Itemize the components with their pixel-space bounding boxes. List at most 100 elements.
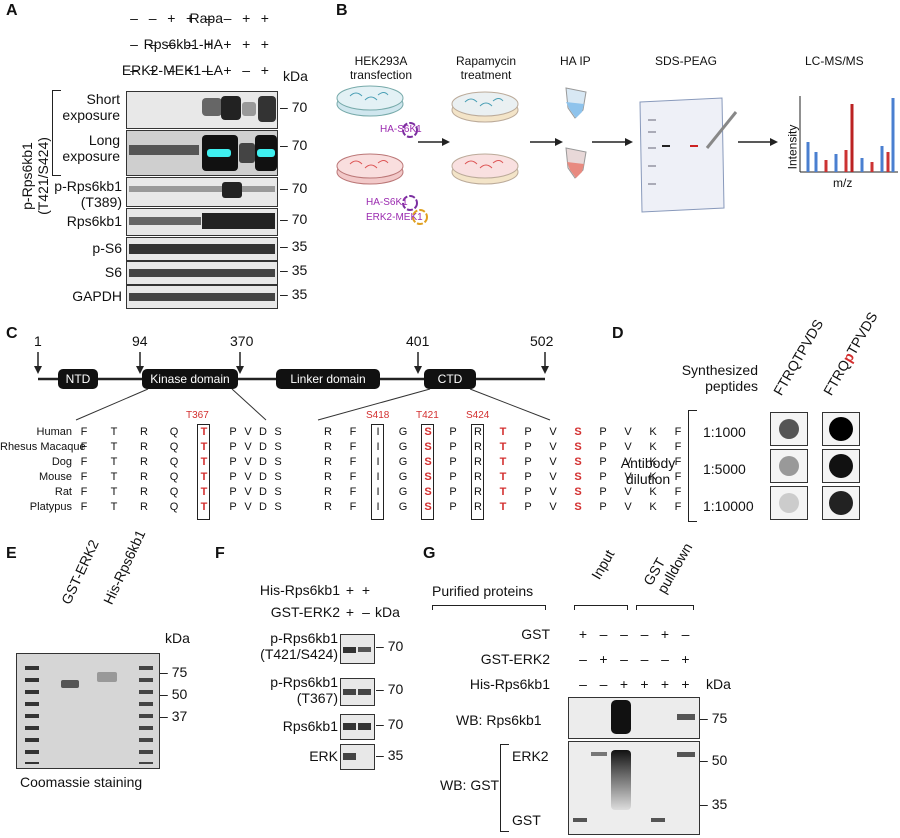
size-e-50: – 50 [160,686,188,702]
species-name: Rat [54,486,72,498]
residue: I [376,471,380,483]
residue: S [574,441,582,453]
residue: T [499,501,507,513]
residue: F [674,426,682,438]
g-mark: + [681,651,690,667]
residue: T [499,441,507,453]
f-mark: + [345,604,355,620]
panel-label-b: B [336,2,348,19]
blot-label-gapdh: GAPDH [72,288,122,304]
residue: V [244,426,252,438]
coomassie-gel [16,653,160,769]
residue: P [449,441,457,453]
residue: V [549,501,557,513]
residue: Q [169,441,179,453]
treatment-mark: + [186,62,195,78]
residue: V [624,426,632,438]
f-mark: + [361,582,371,598]
g-mark: – [599,676,608,692]
dot-signal [779,493,799,513]
residue: V [624,486,632,498]
row-label-erk2-mek1: ERK2-MEK1-LA [121,62,223,78]
box-s424 [471,424,484,520]
kda-g: kDa [706,676,731,692]
g-mark: – [640,651,649,667]
residue: R [474,441,482,453]
residue: F [674,486,682,498]
residue: V [244,471,252,483]
residue: F [674,456,682,468]
residue: R [324,426,332,438]
f-size-1: – 70 [376,638,404,654]
species-name: Mouse [38,471,72,483]
panel-label-f: F [215,545,225,562]
residue: Q [169,426,179,438]
dish-control [336,85,404,117]
residue: P [229,426,237,438]
residue: Q [169,456,179,468]
treatment-mark: + [223,62,232,78]
residue: R [474,501,482,513]
residue: R [324,441,332,453]
species-name: Human [36,426,72,438]
input-label: Input [588,547,618,582]
size-gapdh: – 35 [280,286,308,302]
blot-short-exposure [126,91,278,129]
residue: I [376,426,380,438]
f-blot-label-2: p-Rps6kb1(T367) [270,674,338,706]
treatment-mark: + [260,36,269,52]
residue: I [376,486,380,498]
size-s6: – 35 [280,262,308,278]
residue: F [80,426,88,438]
treatment-mark: + [223,36,232,52]
treatment-mark: – [204,10,213,26]
dot-signal [779,456,799,476]
residue: D [259,486,267,498]
f-blot-1 [340,634,375,664]
residue: V [549,471,557,483]
g-blot-rps6kb1 [568,697,700,739]
residue: S [424,501,432,513]
g-mark: + [619,676,629,692]
residue: S [274,501,282,513]
g-mark: + [640,676,649,692]
residue: F [674,441,682,453]
treatment-mark: – [204,62,213,78]
g-size-75: – 75 [700,710,728,726]
residue: F [80,486,88,498]
f-mark: – [362,604,370,620]
residue: T [110,426,118,438]
dilution-3: 1:10000 [703,498,754,514]
g-mark: + [578,626,588,642]
residue: R [140,456,148,468]
residue: R [324,456,332,468]
residue: T [200,426,208,438]
g-mark: – [599,626,608,642]
g-mark: + [660,676,670,692]
residue: F [349,456,357,468]
treatment-mark: + [260,10,269,26]
residue: I [376,456,380,468]
plasmid-label-3: ERK2-MEK1 [366,212,423,223]
f-blot-label-4: ERK [309,748,338,764]
residue: S [574,501,582,513]
residue: T [110,471,118,483]
treatment-mark: – [130,62,138,78]
treatment-mark: – [130,10,138,26]
species-name: Rhesus Macaque [0,441,86,453]
plasmid-label-1: HA-S6K1 [380,124,422,135]
g-size-35: – 35 [700,796,728,812]
treatment-mark: + [260,62,269,78]
site-t421: T421 [416,410,439,421]
residue: P [524,501,532,513]
treatment-mark: – [242,62,251,78]
residue: F [80,441,88,453]
domain-ctd: CTD [437,372,463,386]
residue: R [474,486,482,498]
residue: S [274,426,282,438]
coomassie-caption: Coomassie staining [20,774,143,790]
purified-bracket [432,605,546,610]
residue: V [244,456,252,468]
residue: T [200,486,208,498]
dilution-1: 1:1000 [703,424,746,440]
